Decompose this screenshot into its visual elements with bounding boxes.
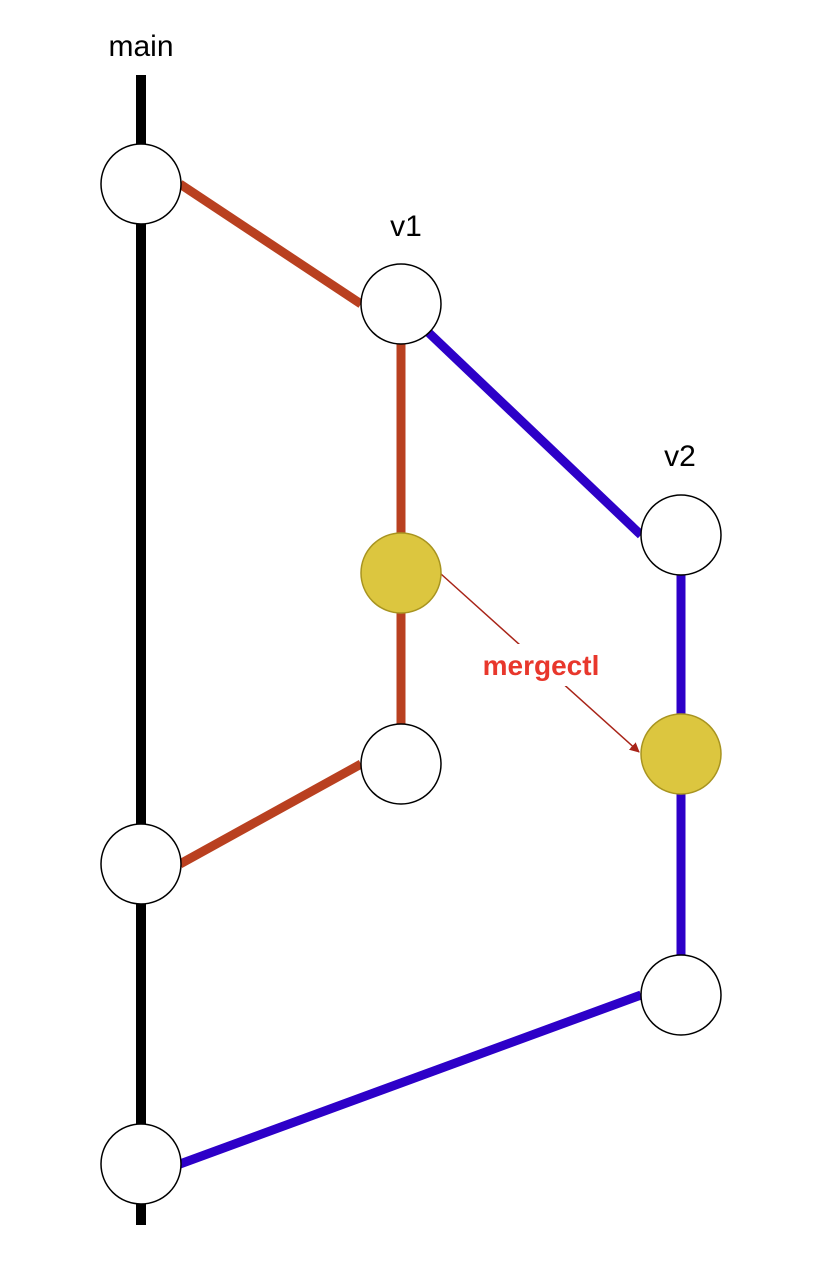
mergectl-label: mergectl [483, 650, 600, 681]
commit-node [360, 723, 442, 805]
mergectl-label-bg [468, 644, 614, 686]
commit-node [640, 954, 722, 1036]
commit-node [100, 143, 182, 225]
v1-branch-label: v1 [390, 210, 422, 243]
highlighted-commit-node [640, 713, 722, 795]
main-branch-label: main [108, 30, 173, 63]
v1-fork-edge [177, 180, 364, 308]
v2-merge-back-edge [178, 990, 643, 1169]
highlighted-commit-node [360, 532, 442, 614]
commit-node [640, 494, 722, 576]
commit-node [360, 263, 442, 345]
commit-node [100, 823, 182, 905]
v2-branch-label: v2 [664, 440, 696, 473]
commit-node [100, 1123, 182, 1205]
commit-nodes [100, 143, 722, 1205]
v2-fork-edge [425, 329, 645, 539]
v1-merge-back-edge [177, 760, 364, 868]
